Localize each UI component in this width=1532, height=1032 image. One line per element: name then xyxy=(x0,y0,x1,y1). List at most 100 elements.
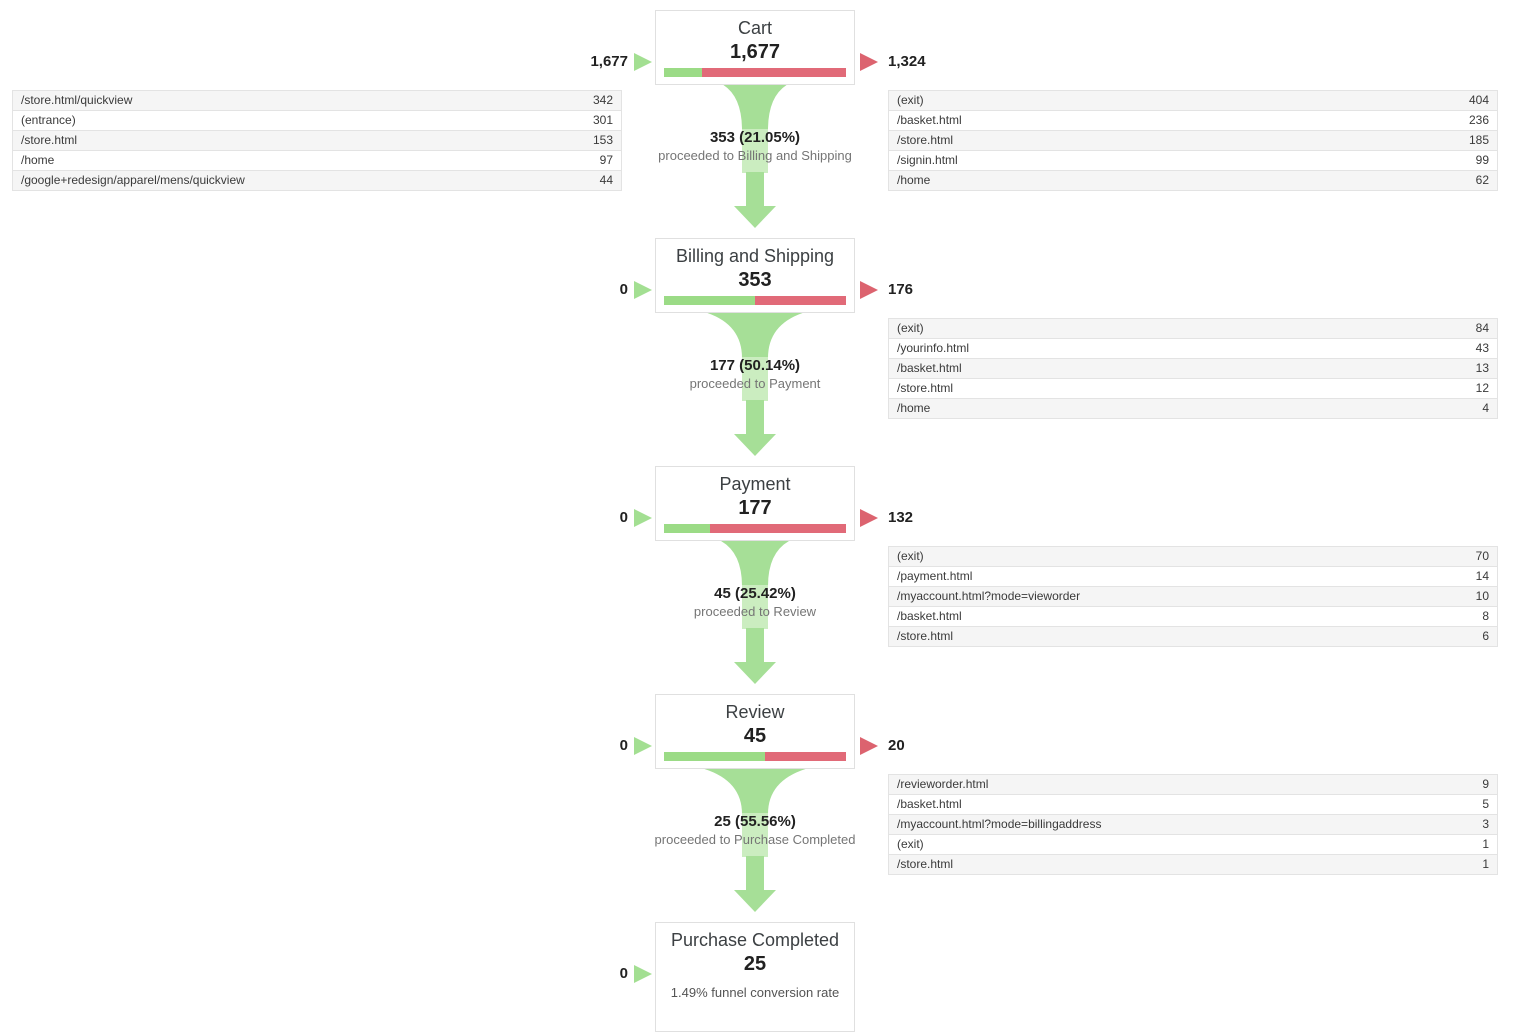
abandoned-arrow-icon xyxy=(860,737,878,755)
proceeded-rate: 177 (50.14%) xyxy=(709,357,801,374)
page-count: 8 xyxy=(1482,609,1489,623)
stage-progress-bar xyxy=(664,752,846,761)
page-count: 14 xyxy=(1475,569,1489,583)
entered-arrow-icon xyxy=(634,737,652,755)
stage-title: Payment xyxy=(719,474,791,494)
page-count: 342 xyxy=(592,93,613,107)
page-path: (entrance) xyxy=(21,113,76,127)
page-count: 44 xyxy=(599,173,613,187)
page-count: 9 xyxy=(1482,777,1489,791)
page-path: /signin.html xyxy=(897,153,958,167)
abandoned-arrow-icon xyxy=(860,281,878,299)
stage-count: 177 xyxy=(738,497,772,519)
abandoned-count-label: 176 xyxy=(888,281,914,298)
funnel-connector: 353 (21.05%) proceeded to Billing and Sh… xyxy=(655,85,855,238)
stage-count: 25 xyxy=(743,953,767,975)
stage-card-purchase-completed: Purchase Completed 25 1.49% funnel conve… xyxy=(655,922,855,1032)
entered-count-label: 0 xyxy=(619,281,628,298)
page-count: 404 xyxy=(1468,93,1489,107)
proceeded-caption: proceeded to Payment xyxy=(689,376,821,391)
entered-count-label: 0 xyxy=(619,965,628,982)
page-path: (exit) xyxy=(897,549,924,563)
table-row: (exit)1 xyxy=(889,835,1497,855)
proceeded-bar-segment xyxy=(664,524,711,533)
page-path: /basket.html xyxy=(897,113,962,127)
funnel-connector: 25 (55.56%) proceeded to Purchase Comple… xyxy=(655,769,855,922)
stage-card-cart: Cart 1,677 xyxy=(655,10,855,85)
page-count: 70 xyxy=(1475,549,1489,563)
page-count: 84 xyxy=(1475,321,1489,335)
entrance-pages-table: /store.html/quickview 342 (entrance) 301/st… xyxy=(12,90,622,191)
funnel-shape xyxy=(721,541,789,684)
proceeded-rate: 25 (55.56%) xyxy=(714,813,796,830)
page-path: /store.html/quickview xyxy=(21,93,133,107)
page-count: 1 xyxy=(1482,857,1489,871)
page-path: /basket.html xyxy=(897,797,962,811)
page-count: 236 xyxy=(1468,113,1489,127)
stage-count: 1,677 xyxy=(729,41,781,63)
proceeded-caption: proceeded to Billing and Shipping xyxy=(658,148,852,163)
page-count: 301 xyxy=(592,113,613,127)
table-row: /store.html/quickview 342 xyxy=(13,91,621,111)
entered-arrow-icon xyxy=(634,281,652,299)
page-count: 13 xyxy=(1475,361,1489,375)
abandoned-arrow-icon xyxy=(860,509,878,527)
stage-count: 353 xyxy=(738,269,772,291)
page-count: 3 xyxy=(1482,817,1489,831)
entered-arrow-icon xyxy=(634,965,652,983)
stage-title: Review xyxy=(725,702,785,722)
page-path: /home xyxy=(897,173,931,187)
funnel-shape xyxy=(707,313,803,456)
table-row: (entrance) 301 xyxy=(13,111,621,131)
page-count: 99 xyxy=(1475,153,1489,167)
page-path: /home xyxy=(21,153,55,167)
page-path: (exit) xyxy=(897,837,924,851)
table-row: /yourinfo.html 43 xyxy=(889,339,1497,359)
stage-title: Purchase Completed xyxy=(670,930,840,950)
page-path: /store.html xyxy=(897,629,954,643)
abandoned-arrow-icon xyxy=(860,53,878,71)
proceeded-rate: 353 (21.05%) xyxy=(709,129,801,146)
page-count: 153 xyxy=(592,133,613,147)
page-path: /home xyxy=(897,401,931,415)
stage-card-payment: Payment 177 xyxy=(655,466,855,541)
page-path: /yourinfo.html xyxy=(897,341,970,355)
page-path: /store.html xyxy=(897,381,954,395)
page-count: 5 xyxy=(1482,797,1489,811)
page-count: 62 xyxy=(1475,173,1489,187)
page-path: /myaccount.html?mode=vieworder xyxy=(897,589,1081,603)
page-path: /basket.html xyxy=(897,609,962,623)
table-row: /basket.html 8 xyxy=(889,607,1497,627)
page-path: /store.html xyxy=(897,857,954,871)
proceeded-rate: 45 (25.42%) xyxy=(714,585,796,602)
entered-count-label: 0 xyxy=(619,509,628,526)
exit-pages-table: (exit)84/yourinfo.html 43/basket.html 13/s… xyxy=(888,318,1498,419)
table-row: /signin.html 99 xyxy=(889,151,1497,171)
table-row: /basket.html 5 xyxy=(889,795,1497,815)
page-count: 43 xyxy=(1475,341,1489,355)
funnel-conversion-rate: 1.49% funnel conversion rate xyxy=(670,985,840,1000)
page-path: /basket.html xyxy=(897,361,962,375)
funnel-connector: 177 (50.14%) proceeded to Payment xyxy=(655,313,855,466)
table-row: /home 62 xyxy=(889,171,1497,191)
page-path: /myaccount.html?mode=billingaddress xyxy=(897,817,1102,831)
proceeded-bar-segment xyxy=(664,296,756,305)
entered-count-label: 0 xyxy=(619,737,628,754)
page-path: /store.html xyxy=(897,133,954,147)
table-row: (exit)84 xyxy=(889,319,1497,339)
stage-title: Billing and Shipping xyxy=(675,246,835,266)
entered-arrow-icon xyxy=(634,509,652,527)
